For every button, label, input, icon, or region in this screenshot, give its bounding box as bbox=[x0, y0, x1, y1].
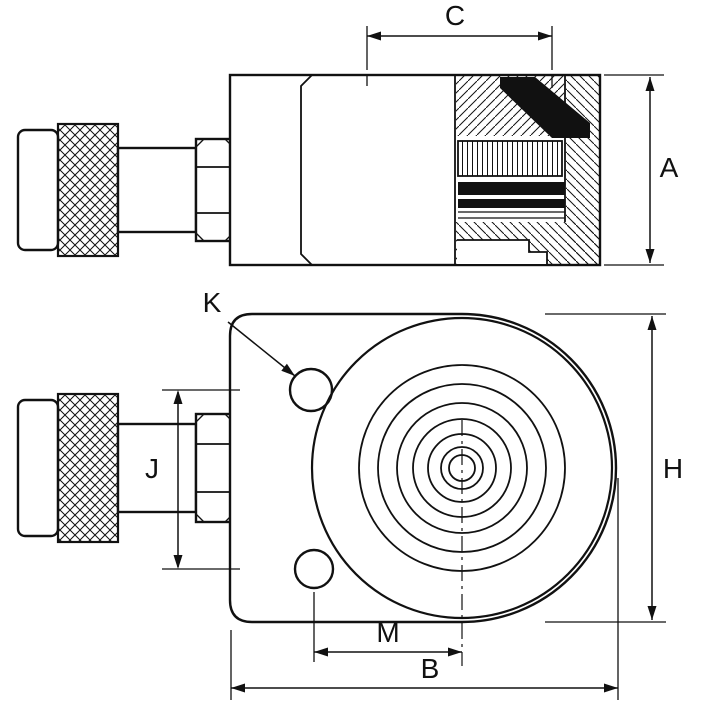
seal-stack bbox=[458, 182, 565, 219]
dimension-c-label: C bbox=[445, 0, 465, 31]
dimension-j-label: J bbox=[145, 453, 159, 484]
dimension-b: B bbox=[230, 478, 619, 700]
dimension-h-label: H bbox=[663, 453, 683, 484]
coupler-end-cap bbox=[16, 398, 60, 538]
dimension-m-label: M bbox=[376, 617, 399, 648]
seal-wedge bbox=[500, 77, 590, 138]
bolt-hole-bottom bbox=[293, 548, 335, 590]
hex-nut bbox=[194, 137, 235, 243]
knurled-sleeve bbox=[56, 122, 120, 258]
hex-nut bbox=[194, 412, 235, 524]
cylinder-body-side bbox=[228, 73, 602, 267]
knurled-sleeve bbox=[56, 392, 120, 544]
dimension-a-label: A bbox=[660, 152, 679, 183]
dimension-c: C bbox=[366, 0, 553, 70]
coupler-plan bbox=[16, 392, 235, 544]
coupler-side bbox=[16, 122, 235, 258]
bottom-cavity bbox=[457, 239, 548, 264]
plan-view: K J H M bbox=[16, 287, 683, 700]
ribbed-piston-block bbox=[457, 140, 563, 177]
body-chamfer-edge bbox=[300, 74, 313, 266]
coupler-tube bbox=[116, 422, 198, 514]
bolt-hole-top bbox=[288, 367, 334, 413]
dimension-a: A bbox=[604, 74, 679, 266]
dimension-m: M bbox=[313, 592, 462, 662]
dimension-k-label: K bbox=[203, 287, 222, 318]
coupler-end-cap bbox=[16, 128, 60, 252]
dimension-h: H bbox=[545, 313, 683, 623]
cylinder-body-plan-outline bbox=[228, 312, 618, 624]
dimension-b-label: B bbox=[421, 653, 440, 684]
coupler-tube bbox=[116, 146, 198, 234]
side-section-view: C A bbox=[16, 0, 679, 267]
dimension-j: J bbox=[145, 389, 240, 570]
dimension-k: K bbox=[203, 287, 296, 377]
concentric-ring bbox=[396, 402, 528, 534]
